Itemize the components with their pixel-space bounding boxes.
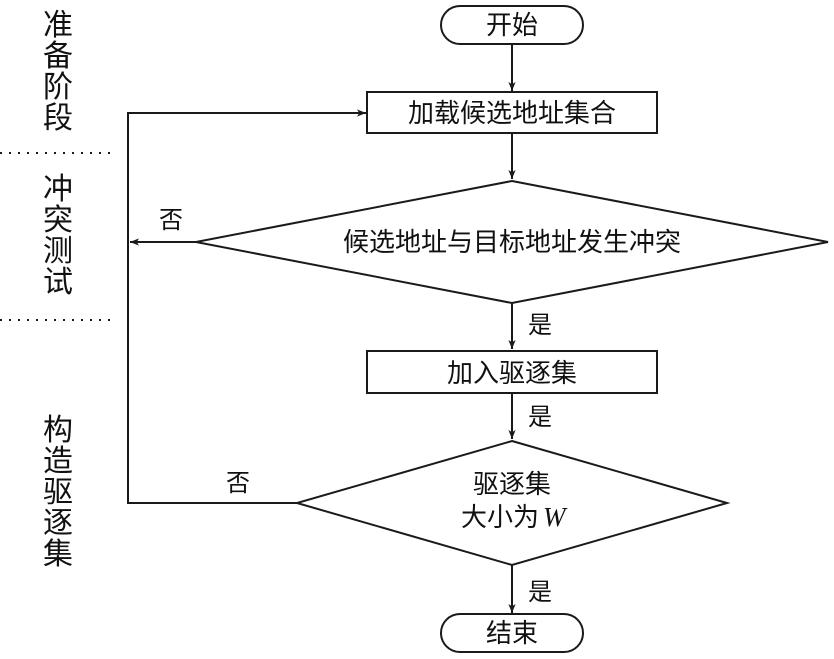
phase-label-build: 构 造 驱 逐 集 xyxy=(43,413,73,572)
conflict-test-label: 候选地址与目标地址发生冲突 xyxy=(343,228,681,258)
phase-build-char-3: 驱 xyxy=(43,475,73,510)
conflict-yes-label: 是 xyxy=(528,311,552,339)
phase-label-prepare: 准 备 阶 段 xyxy=(43,8,73,136)
size-no-label: 否 xyxy=(226,469,250,497)
size-check-line1: 驱逐集 xyxy=(473,470,551,500)
load-candidates-label: 加载候选地址集合 xyxy=(408,99,616,129)
size-check-var: W xyxy=(543,502,568,532)
phase-prepare-char-3: 阶 xyxy=(43,70,73,105)
phase-conflict-char-1: 冲 xyxy=(43,172,73,207)
phase-build-char-1: 构 xyxy=(43,413,73,448)
phase-prepare-char-4: 段 xyxy=(43,101,73,136)
phase-conflict-char-3: 测 xyxy=(43,234,73,269)
arrow-size-no-loop xyxy=(127,109,366,504)
conflict-no-label: 否 xyxy=(159,206,183,234)
phase-conflict-char-2: 突 xyxy=(43,203,73,238)
start-label: 开始 xyxy=(486,11,538,41)
end-label: 结束 xyxy=(486,619,538,649)
end-terminal xyxy=(440,613,584,653)
add-yes-label: 是 xyxy=(528,403,552,431)
phase-prepare-char-1: 准 xyxy=(43,8,73,43)
size-yes-label: 是 xyxy=(528,578,552,606)
phase-build-char-4: 逐 xyxy=(43,506,73,541)
phase-build-char-5: 集 xyxy=(43,537,73,572)
add-to-set-label: 加入驱逐集 xyxy=(447,359,577,389)
size-check-line2-text: 大小为 xyxy=(461,503,539,533)
phase-prepare-char-2: 备 xyxy=(43,39,73,74)
phase-conflict-char-4: 试 xyxy=(43,265,73,300)
phase-label-conflict: 冲 突 测 试 xyxy=(43,172,73,300)
phase-build-char-2: 造 xyxy=(43,444,73,479)
